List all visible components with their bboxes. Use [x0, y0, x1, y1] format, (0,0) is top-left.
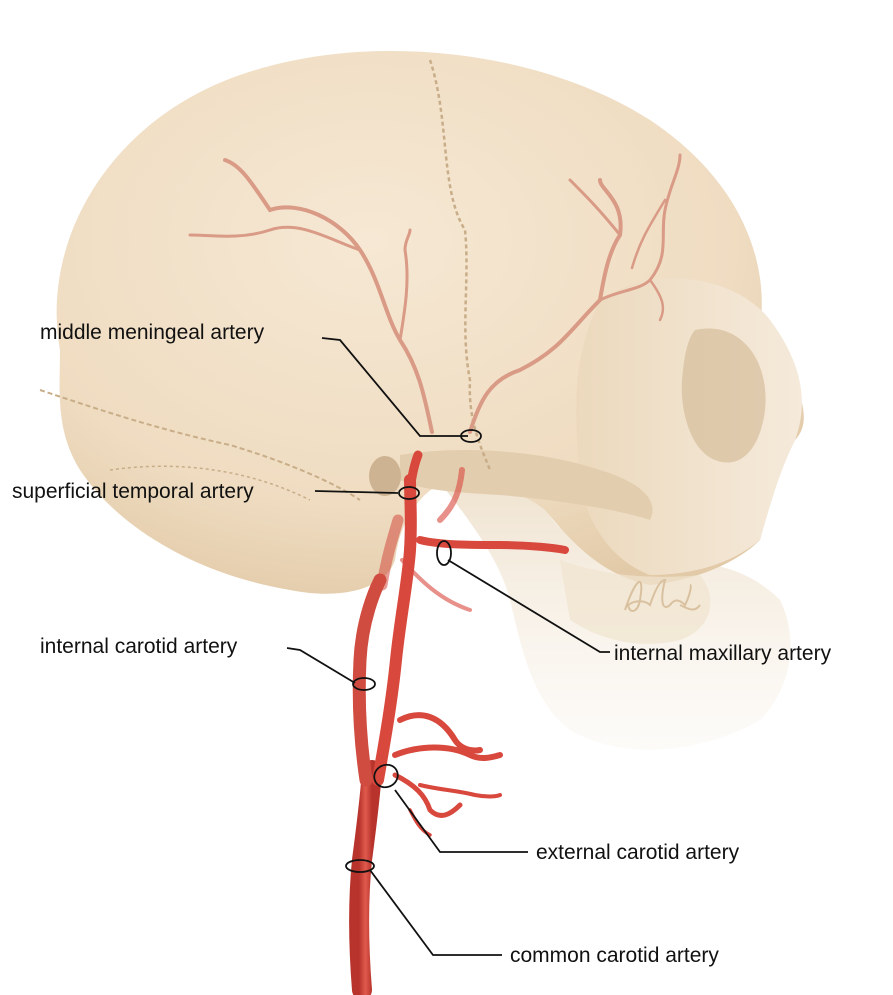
label-external-carotid-artery: external carotid artery	[536, 842, 739, 863]
ear-canal	[369, 456, 401, 496]
label-middle-meningeal-artery: middle meningeal artery	[40, 322, 264, 343]
label-internal-carotid-artery: internal carotid artery	[40, 636, 237, 657]
label-internal-maxillary-artery: internal maxillary artery	[614, 643, 831, 664]
label-superficial-temporal-artery: superficial temporal artery	[12, 481, 254, 502]
internal-carotid-vessel	[359, 580, 380, 780]
label-common-carotid-artery: common carotid artery	[510, 945, 719, 966]
common-carotid-vessel	[359, 770, 372, 990]
leader-common-carotid	[370, 870, 502, 955]
leader-internal-carotid	[287, 648, 355, 683]
